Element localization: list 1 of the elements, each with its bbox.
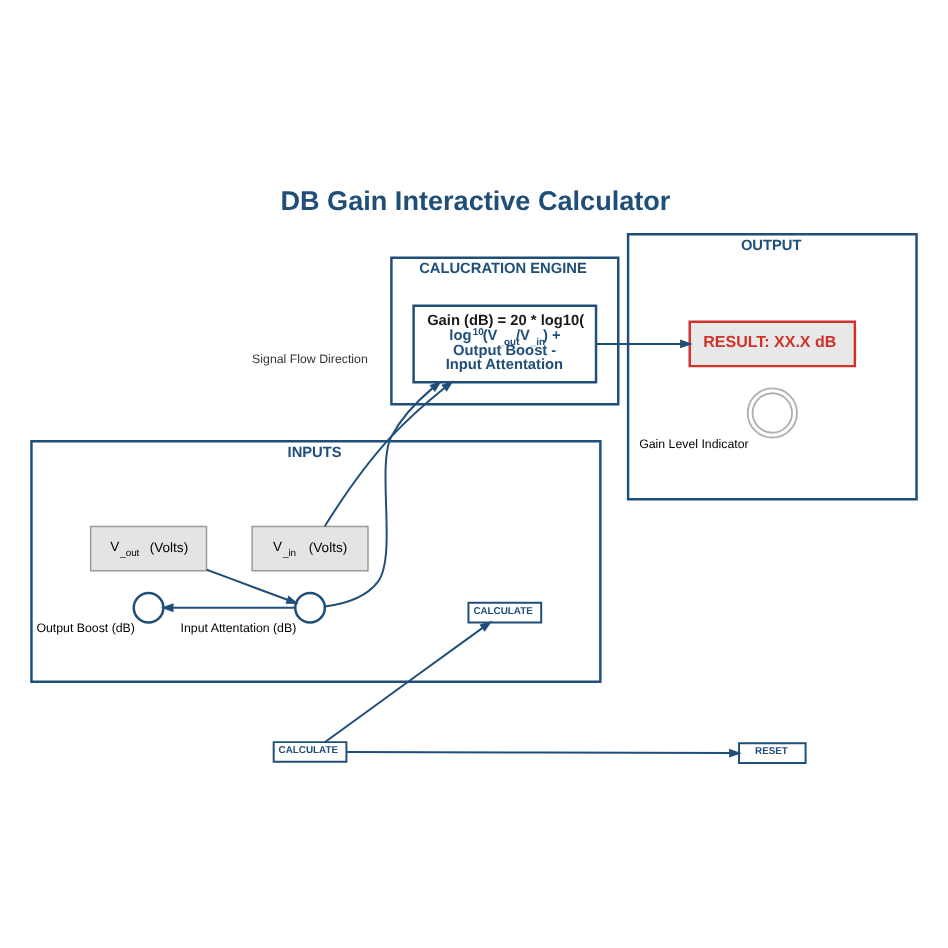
diagram-title: DB Gain Interactive Calculator — [280, 186, 671, 217]
